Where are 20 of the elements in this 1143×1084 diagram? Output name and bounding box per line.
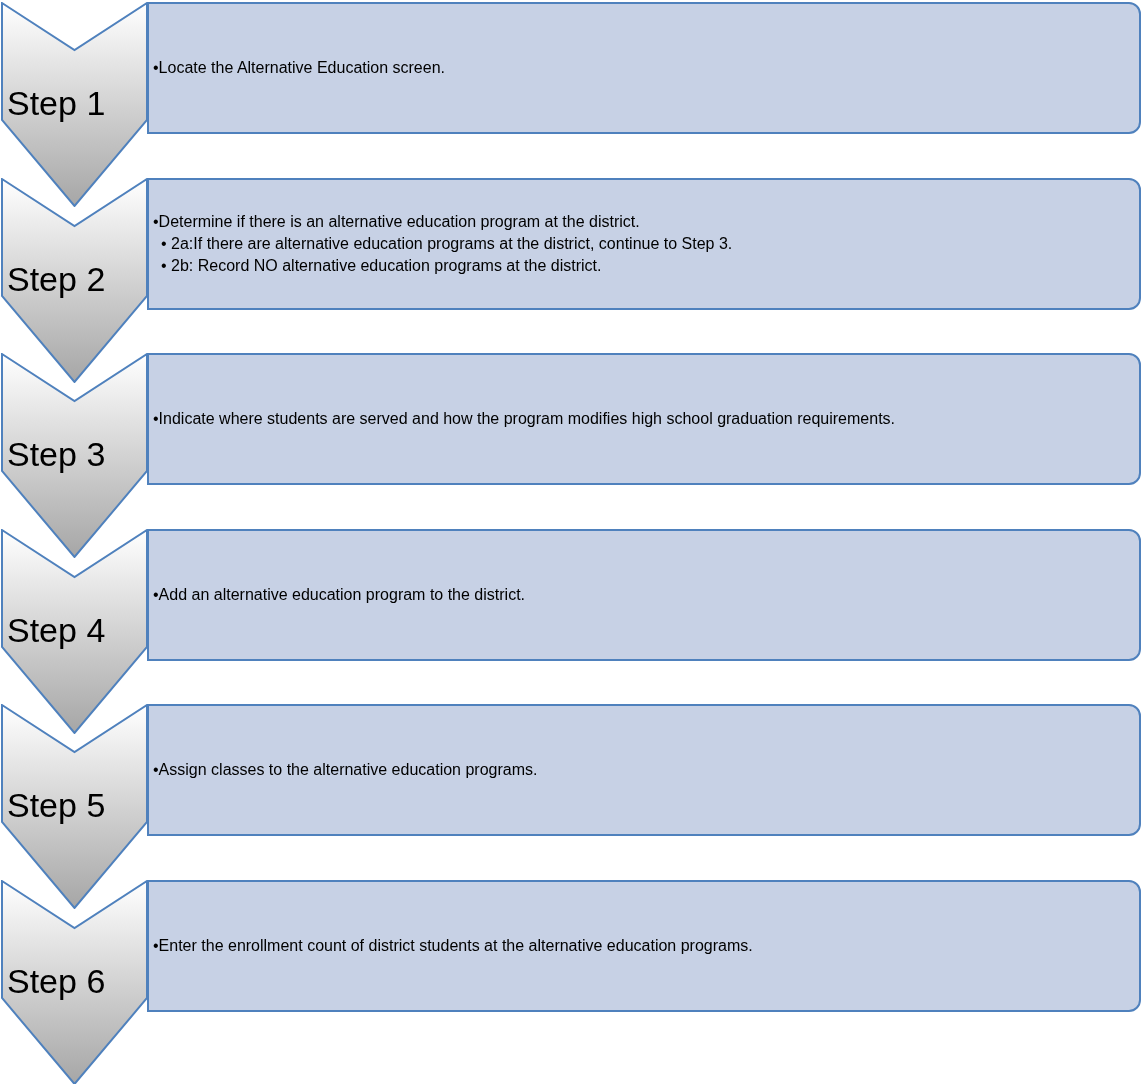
bullet-text: •Enter the enrollment count of district students at the alternative education programs. (153, 935, 754, 956)
step-label: Step 3 (7, 437, 106, 471)
bullet-text: •Add an alternative education program to the district. (153, 584, 527, 605)
step-label: Step 4 (7, 612, 106, 647)
step-description-panel (147, 2, 1141, 134)
sub-bullet-text: • 2a:If there are alternative education programs at the district, continue to Step 3. (160, 233, 734, 254)
sub-bullet-text: • 2b: Record NO alternative education programs at the district. (160, 255, 603, 276)
step-description-panel (147, 353, 1141, 485)
step-label: Step 2 (7, 261, 106, 296)
step-description-panel (147, 704, 1141, 836)
step-description-panel (147, 177, 1141, 310)
step-description-panel (147, 528, 1141, 661)
step-description-panel (147, 879, 1141, 1012)
step-label: Step 1 (7, 86, 106, 120)
step-label: Step 6 (7, 963, 106, 998)
bullet-text: •Assign classes to the alternative education programs. (153, 760, 539, 780)
bullet-text: •Locate the Alternative Education screen. (153, 58, 446, 78)
step-label: Step 5 (7, 788, 106, 822)
bullet-text: •Determine if there is an alternative education program at the district. (153, 211, 641, 232)
bullet-text: •Indicate where students are served and how the program modifies high school graduation requirements. (153, 409, 897, 429)
